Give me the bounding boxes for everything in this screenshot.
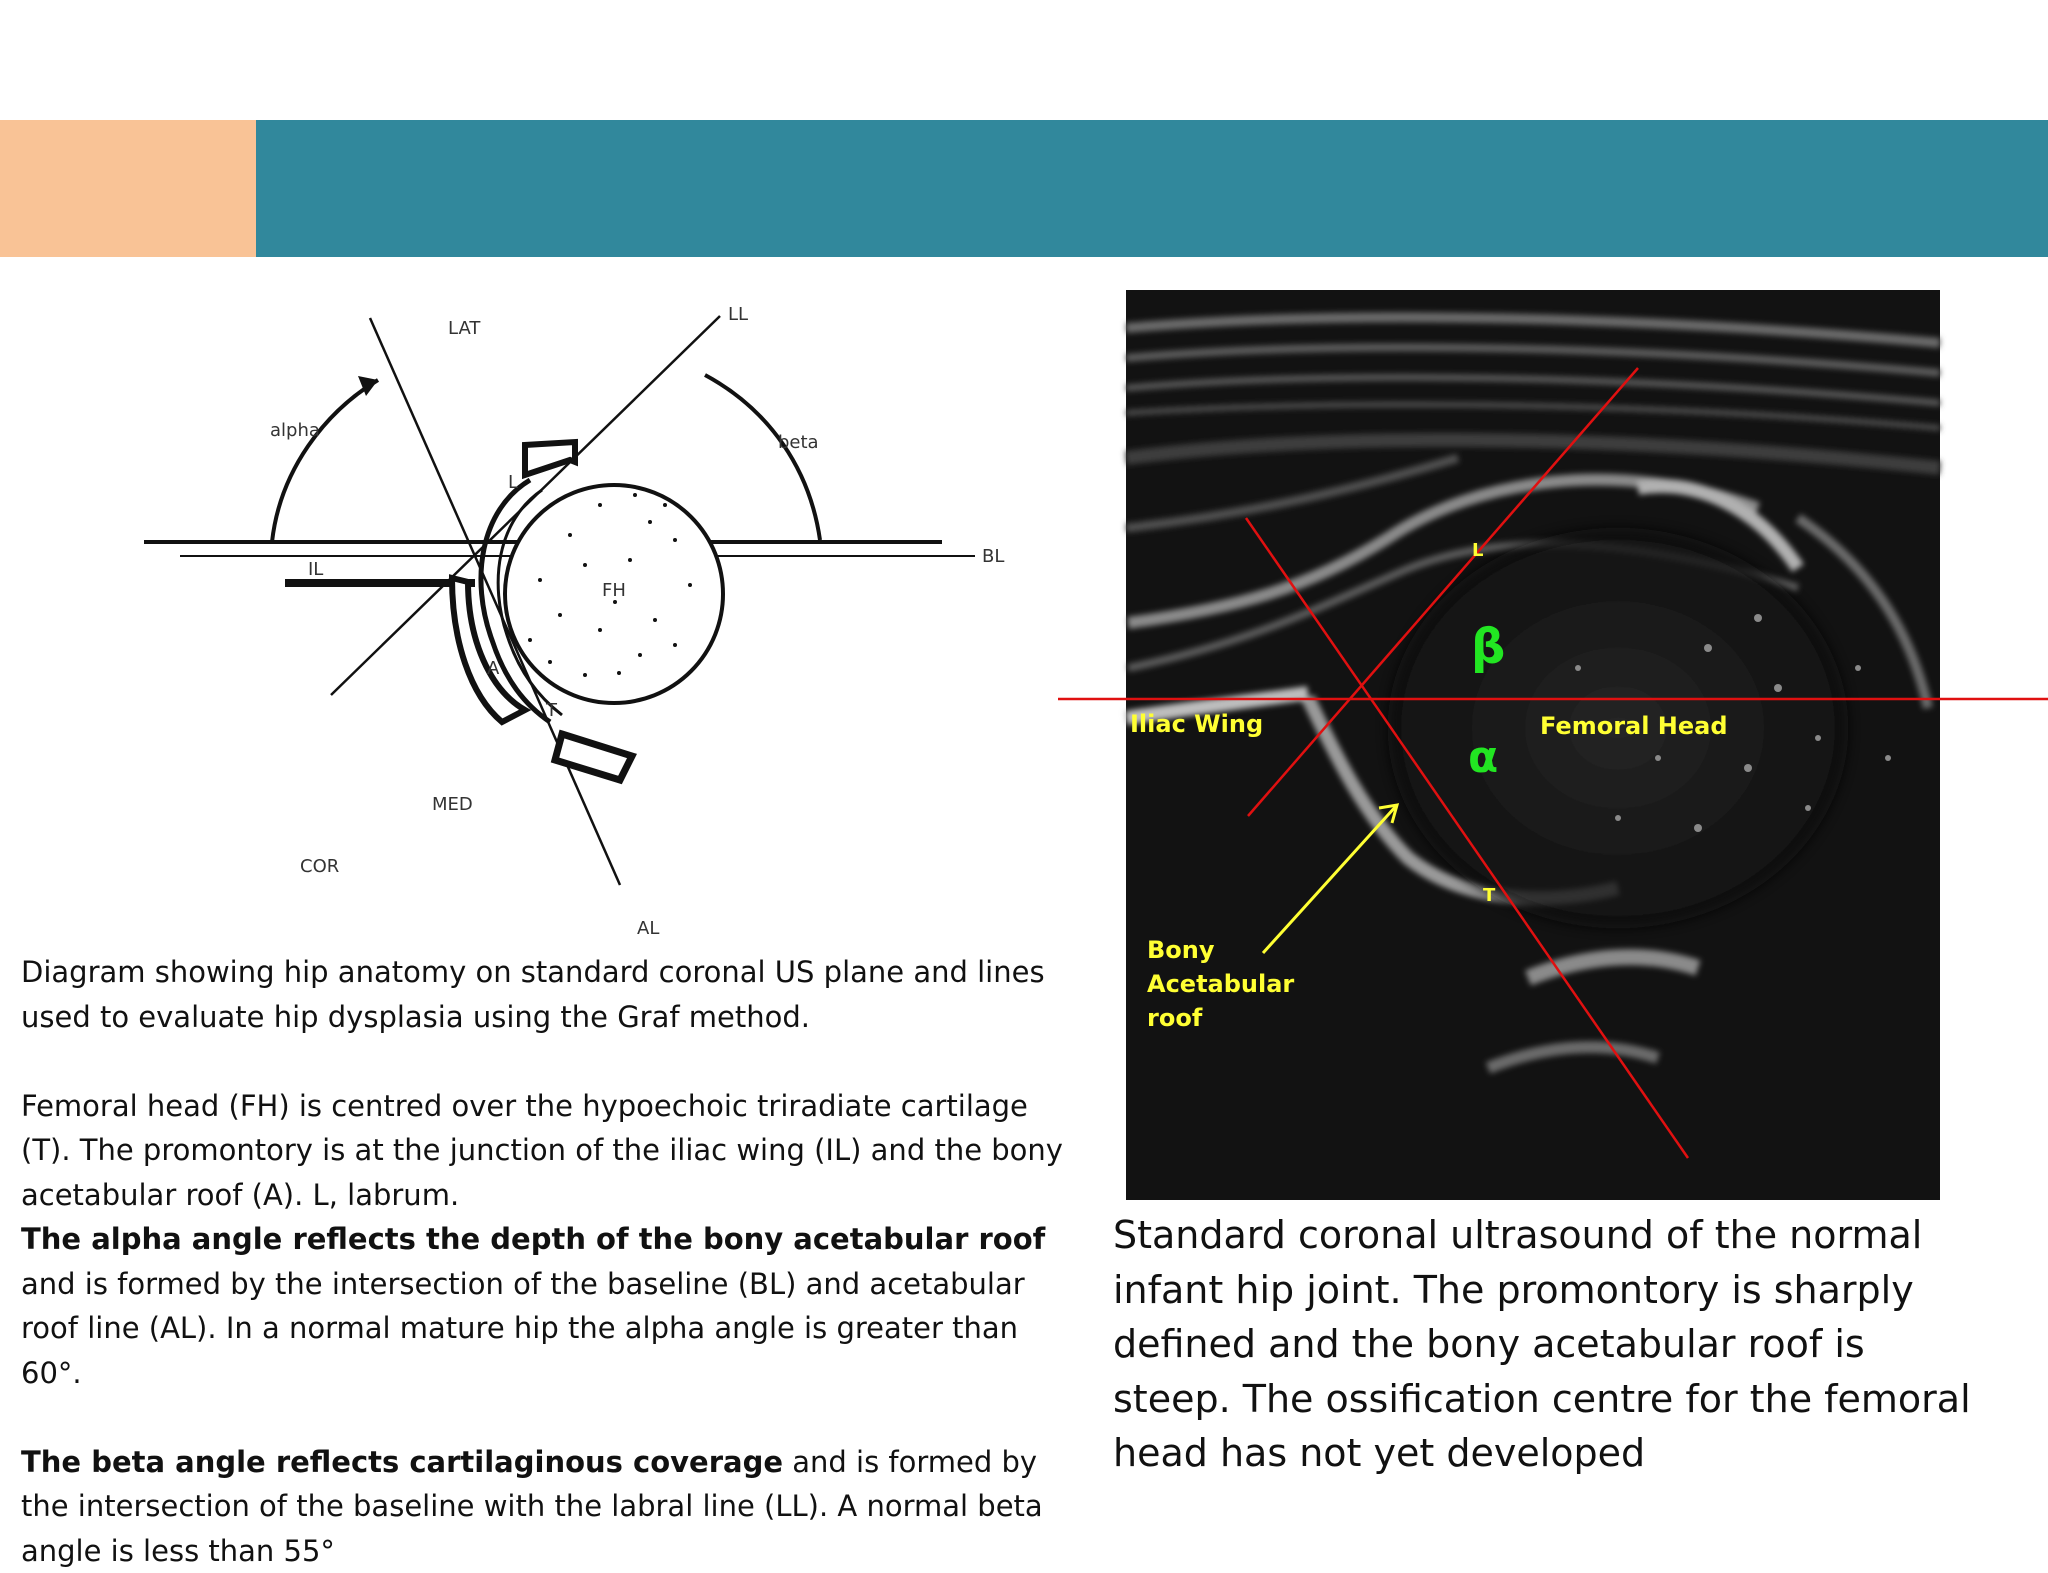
alpha-bold: The alpha angle reflects the depth of th… [21, 1222, 1045, 1256]
graf-diagram-svg: LAT LL alpha beta L BL IL FH A T MED COR… [130, 290, 1030, 950]
us-label-alpha: α [1468, 732, 1498, 783]
alpha-arc [272, 380, 378, 542]
beta-arc [705, 375, 820, 540]
label-a: A [487, 658, 500, 679]
us-label-iliac-wing: Iliac Wing [1130, 710, 1263, 738]
header-band [256, 120, 2048, 257]
label-fh: FH [602, 580, 626, 601]
beta-paragraph: The beta angle reflects cartilaginous co… [21, 1440, 1081, 1573]
labrum-outline [525, 442, 575, 475]
label-cor: COR [300, 856, 339, 877]
ultrasound-figure: L β Iliac Wing Femoral Head α T Bony Ace… [1058, 288, 2048, 1203]
beta-bold: The beta angle reflects cartilaginous co… [21, 1445, 783, 1479]
ultrasound-svg: L β Iliac Wing Femoral Head α T Bony Ace… [1058, 288, 2048, 1203]
diagram-description: Diagram showing hip anatomy on standard … [21, 950, 1081, 1573]
femoral-head-paragraph: Femoral head (FH) is centred over the hy… [21, 1084, 1081, 1218]
us-label-t: T [1483, 885, 1496, 906]
us-label-l: L [1472, 540, 1483, 561]
label-alpha: alpha [270, 420, 320, 441]
label-t: T [545, 700, 558, 721]
label-ll: LL [728, 304, 748, 325]
label-al: AL [637, 918, 659, 939]
us-label-roof: roof [1147, 1004, 1203, 1032]
alpha-rest: and is formed by the intersection of the… [21, 1267, 1025, 1390]
graf-diagram: LAT LL alpha beta L BL IL FH A T MED COR… [130, 290, 1030, 950]
alpha-paragraph: The alpha angle reflects the depth of th… [21, 1217, 1081, 1395]
label-l: L [508, 472, 518, 493]
label-il: IL [308, 559, 323, 580]
us-label-bony: Bony [1147, 936, 1215, 964]
us-label-beta: β [1471, 619, 1505, 675]
label-med: MED [432, 794, 473, 815]
triradiate-cartilage [555, 734, 632, 780]
label-bl: BL [982, 546, 1004, 567]
diagram-caption: Diagram showing hip anatomy on standard … [21, 950, 1081, 1039]
us-label-acetabular: Acetabular [1147, 970, 1294, 998]
label-lat: LAT [448, 318, 481, 339]
label-beta: beta [778, 432, 819, 453]
us-label-femoral-head: Femoral Head [1540, 712, 1728, 740]
ultrasound-caption: Standard coronal ultrasound of the norma… [1113, 1208, 1993, 1481]
header-accent-band [0, 120, 256, 257]
